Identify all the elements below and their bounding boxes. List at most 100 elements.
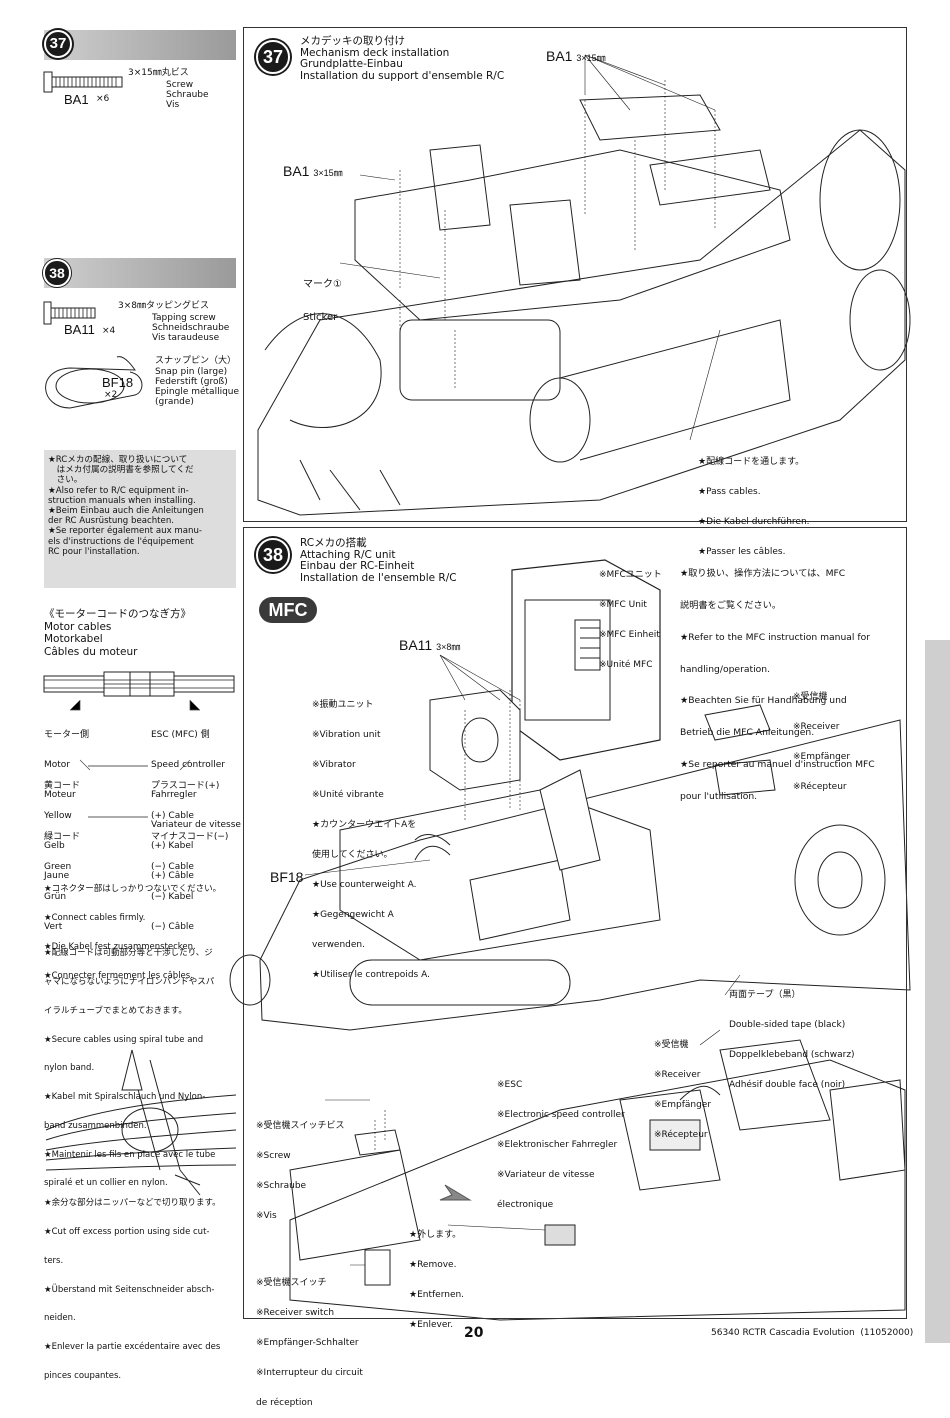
ba11-size: 3×8㎜タッピングビス: [118, 301, 209, 311]
label-line: ※MFC Einheit: [599, 630, 660, 640]
title-line: Einbau der RC-Einheit: [300, 560, 415, 572]
nylon-band-illustration: [45, 1049, 237, 1196]
step-37-title: メカデッキの取り付け Mechanism deck installation G…: [300, 35, 505, 82]
label-line: ※Receiver switch: [256, 1308, 335, 1318]
label-line: ※Empfänger: [793, 752, 851, 762]
note-line: der RC Ausrüstung beachten.: [48, 516, 175, 527]
note-line: ★Enlever la partie excédentaire avec des: [44, 1342, 221, 1353]
green-cable-labels: 緑コード Green Grün Vert: [44, 812, 80, 942]
label-line: Speed controller: [151, 760, 226, 770]
note-line: ★Passer les câbles.: [698, 547, 786, 557]
ba1-size: 3×15㎜丸ビス: [128, 68, 189, 78]
bf18-en: Snap pin (large): [155, 367, 228, 377]
label-line: ※Récepteur: [793, 782, 847, 792]
label-line: Motor: [44, 760, 71, 770]
esc-side-labels: ESC (MFC) 側 Speed controller Fahrregler …: [151, 710, 241, 840]
ba11-de: Schneidschraube: [152, 323, 230, 333]
label-line: Variateur de vitesse: [151, 820, 241, 830]
ba1-code: BA1: [283, 163, 310, 179]
label-line: Yellow: [44, 811, 72, 821]
connect-cables-note: ★コネクター部はしっかりつないでください。 ★Connect cables fi…: [44, 866, 221, 991]
label-line: ※Electronic speed controller: [497, 1110, 625, 1120]
title-line: Installation du support d'ensemble R/C: [300, 69, 505, 82]
bf18-fr2: (grande): [155, 397, 194, 407]
note-line: ★Refer to the MFC instruction manual for: [680, 631, 871, 643]
step-37-header-bar: [44, 30, 236, 60]
title-line: Attaching R/C unit: [300, 548, 396, 561]
label-line: Grün: [44, 892, 67, 902]
bf18-jp: スナップピン（大）: [155, 356, 237, 366]
label-line: ※Schraube: [256, 1181, 307, 1191]
ba1-code: BA1: [64, 92, 89, 107]
ba11-code: BA11: [399, 637, 433, 653]
ba1-top-callout: BA1 3×15㎜: [546, 48, 606, 64]
label-line: ★Use counterweight A.: [312, 880, 417, 890]
note-line: handling/operation.: [680, 663, 770, 675]
label-line: Jaune: [44, 871, 70, 881]
title-line: Grundplatte-Einbau: [300, 58, 403, 70]
step-38-badge: 38: [254, 536, 292, 574]
label-line: (+) Câble: [151, 871, 194, 881]
label-line: ※Récepteur: [654, 1130, 708, 1140]
esc-callout: ※ESC ※Electronic speed controller ※Elekt…: [497, 1060, 625, 1220]
note-line: ★Se reporter au manuel d'instruction MFC: [680, 758, 875, 770]
label-line: モーター側: [44, 730, 90, 740]
label-line: ※Elektronischer Fahrregler: [497, 1140, 618, 1150]
label-line: ※MFCユニット: [599, 570, 662, 580]
title-line: Mechanism deck installation: [300, 46, 450, 59]
label-line: Moteur: [44, 790, 76, 800]
step-37-panel: [243, 27, 907, 522]
motor-side-labels: モーター側 Motor Moteur: [44, 710, 89, 810]
label-line: マイナスコード(−): [151, 832, 229, 842]
note-line: ★Se reporter également aux manu-: [48, 526, 203, 537]
ba1-size: 3×15㎜: [313, 168, 343, 178]
label-line: ※Receiver: [793, 722, 840, 732]
motor-title-jp: 《モーターコードのつなぎ方》: [44, 608, 191, 620]
note-line: ★Connecter fermement les câbles.: [44, 970, 193, 981]
motor-title-en: Motor cables: [44, 620, 112, 633]
note-line: さい。: [48, 475, 83, 486]
secure-cables-note: ★配線コードは可動部分等と干渉したり、ジ ャマにならないようにナイロンバンドやス…: [44, 930, 215, 1199]
label-line: ★カウンターウエイトAを: [312, 820, 417, 830]
note-line: RC pour l'installation.: [48, 546, 140, 557]
label-line: ★Gegengewicht A: [312, 910, 394, 920]
receiver-switch-callout: ※受信機スイッチ ※Receiver switch ※Empfänger-Sch…: [256, 1258, 363, 1418]
note-line: struction manuals when installing.: [48, 495, 196, 506]
step-37-assembly-drawing: [257, 54, 911, 516]
label-line: Gelb: [44, 841, 65, 851]
label-line: Green: [44, 862, 72, 872]
label-line: (−) Cable: [151, 862, 194, 872]
label-line: Vert: [44, 922, 63, 932]
note-line: ★配線コードを通します。: [698, 457, 805, 467]
note-line: ★Die Kabel durchführen.: [698, 517, 810, 527]
step-38-header-bar: [44, 258, 236, 288]
ba1-qty: ×6: [96, 94, 110, 104]
label-line: ※Variateur de vitesse: [497, 1170, 595, 1180]
note-line: band zusammenbinden.: [44, 1120, 147, 1131]
ba1-en: Screw: [166, 80, 194, 90]
motor-cables-heading: 《モーターコードのつなぎ方》 Motor cables Motorkabel C…: [44, 608, 191, 658]
ba11-fr: Vis taraudeuse: [152, 333, 220, 343]
ba1-left-callout: BA1 3×15㎜: [283, 163, 343, 179]
label-line: ★外します。: [409, 1230, 462, 1240]
title-line: RCメカの搭載: [300, 537, 367, 549]
receiver-top-callout: ※受信機 ※Receiver ※Empfänger ※Récepteur: [793, 672, 850, 802]
motor-title-de: Motorkabel: [44, 633, 103, 645]
note-line: イラルチューブでまとめておきます。: [44, 1005, 187, 1016]
mfc-manual-note: ★取り扱い、操作方法については、MFC 説明書をご覧ください。 ★Refer t…: [680, 548, 875, 813]
bf18-callout: BF18: [270, 869, 304, 885]
step-37-left-badge: 37: [42, 28, 74, 60]
page-edge-tab: [925, 640, 950, 1343]
ba11-qty: ×4: [102, 326, 116, 336]
label-line: ※Unité MFC: [599, 660, 653, 670]
note-line: ★Pass cables.: [698, 487, 761, 497]
label-line: ※振動ユニット: [312, 700, 374, 710]
label-line: Doppelklebeband (schwarz): [729, 1050, 855, 1060]
page-number: 20: [464, 1325, 484, 1341]
label-line: (−) Kabel: [151, 892, 194, 902]
note-line: neiden.: [44, 1313, 76, 1324]
label-line: ※Interrupteur du circuit: [256, 1368, 363, 1378]
sticker-jp: マーク①: [303, 279, 342, 290]
label-line: ★Utiliser le contrepoids A.: [312, 970, 430, 980]
ba1-code: BA1: [546, 48, 573, 64]
